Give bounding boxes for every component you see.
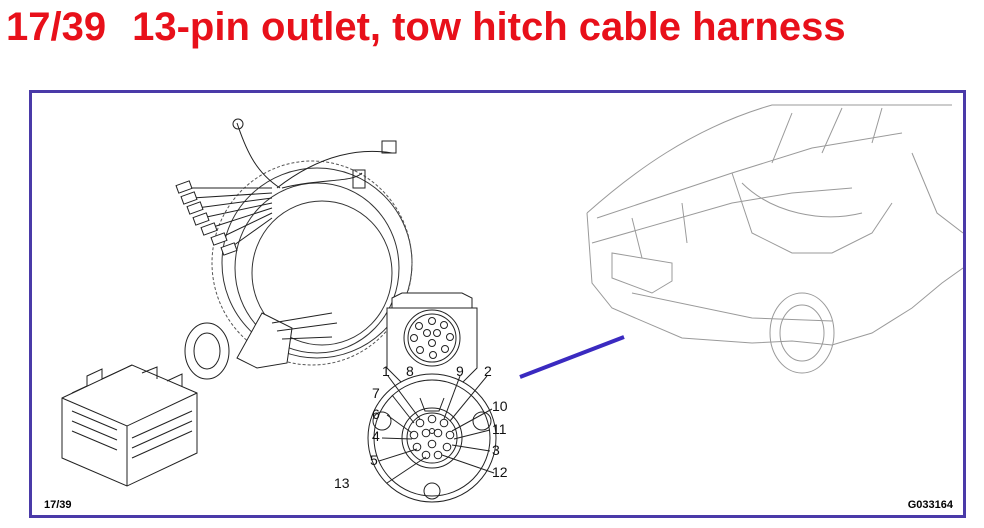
pin-label-3: 3 <box>492 442 500 458</box>
car-outline-icon <box>586 104 963 374</box>
pin-label-10: 10 <box>492 398 508 414</box>
pin-label-13: 13 <box>334 475 350 491</box>
pin-label-4: 4 <box>372 428 380 444</box>
pointer-line-icon <box>519 335 625 379</box>
pin-label-5: 5 <box>370 452 378 468</box>
diagram-frame: 1 2 3 4 5 6 7 8 9 10 11 12 13 <box>29 90 966 518</box>
pin-label-7: 7 <box>372 385 380 401</box>
pin-label-8: 8 <box>406 363 414 379</box>
pin-label-9: 9 <box>456 363 464 379</box>
pin-label-11: 11 <box>492 421 507 437</box>
pin-label-1: 1 <box>382 363 390 379</box>
page-reference: 17/39 <box>44 499 72 511</box>
connector-block-icon <box>61 364 198 487</box>
pin-label-2: 2 <box>484 363 492 379</box>
pin-label-6: 6 <box>372 406 380 422</box>
page-number: 17/39 <box>6 5 107 49</box>
page-header: 17/39 13-pin outlet, tow hitch cable harn… <box>6 0 846 54</box>
page-title: 13-pin outlet, tow hitch cable harness <box>132 5 846 49</box>
figure-code: G033164 <box>907 499 953 511</box>
cable-harness-icon <box>175 118 413 380</box>
diagram-canvas: 1 2 3 4 5 6 7 8 9 10 11 12 13 <box>61 104 963 503</box>
socket-13-pin-icon: 1 2 3 4 5 6 7 8 9 10 11 12 13 <box>334 292 508 503</box>
pin-label-12: 12 <box>492 464 508 480</box>
